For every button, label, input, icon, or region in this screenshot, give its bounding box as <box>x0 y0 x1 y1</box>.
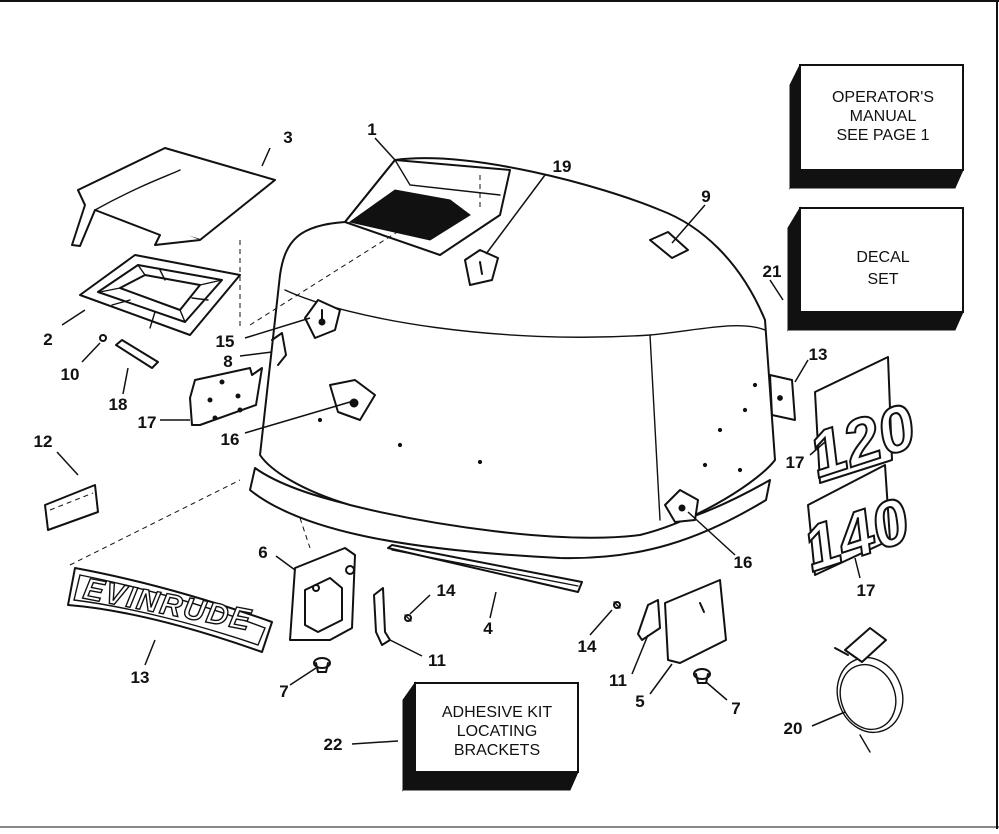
plate-5 <box>664 579 727 664</box>
callout-2: 2 <box>43 330 52 349</box>
decal-line-1: DECAL <box>856 249 909 266</box>
callout-15: 15 <box>216 332 235 351</box>
bumper-9 <box>649 231 689 259</box>
bracket-6 <box>289 547 356 641</box>
grille-frame <box>79 254 241 336</box>
callout-1: 1 <box>367 120 376 139</box>
callout-18: 18 <box>109 395 128 414</box>
callout-11-right: 11 <box>609 671 627 690</box>
callout-9: 9 <box>701 187 710 206</box>
callout-20: 20 <box>784 719 803 738</box>
callout-8: 8 <box>223 352 232 371</box>
mounting-plate-17-left <box>189 367 263 426</box>
operators-manual-box: OPERATOR'S MANUAL SEE PAGE 1 <box>789 64 964 190</box>
adhesive-line-2: LOCATING <box>457 723 538 740</box>
callout-5: 5 <box>635 692 644 711</box>
callout-11-left: 11 <box>428 651 446 670</box>
manual-line-2: MANUAL <box>850 108 917 125</box>
latch-16-left <box>329 379 376 421</box>
callout-4: 4 <box>483 619 493 638</box>
label-12 <box>44 484 99 531</box>
callout-14-right: 14 <box>578 637 597 656</box>
decal-120-17: 120 <box>799 356 925 492</box>
callout-17-right: 17 <box>857 581 876 600</box>
callout-7-left: 7 <box>279 682 288 701</box>
nameplate-13: EVINRUDE <box>67 567 273 653</box>
screw-14-left <box>404 614 412 622</box>
bracket-11-left <box>373 587 391 646</box>
cable-20 <box>834 627 904 753</box>
callout-22: 22 <box>324 735 343 754</box>
engine-cover <box>249 157 796 560</box>
bracket-11-right <box>637 599 661 641</box>
manual-line-3: SEE PAGE 1 <box>836 127 929 144</box>
adhesive-kit-box: ADHESIVE KIT LOCATING BRACKETS <box>402 681 579 792</box>
callout-7-right: 7 <box>731 699 740 718</box>
decal-set-box: DECAL SET <box>787 206 964 332</box>
adhesive-line-3: BRACKETS <box>454 742 540 759</box>
grommet-7-left <box>313 657 331 673</box>
rail-4 <box>387 544 583 593</box>
callout-17-left: 17 <box>138 413 157 432</box>
callout-12: 12 <box>34 432 53 451</box>
callout-13-right: 13 <box>809 345 828 364</box>
model-140-text: 140 <box>794 484 918 585</box>
leader-lines <box>56 137 861 745</box>
rubber-strip-18 <box>115 339 159 369</box>
clip-8 <box>271 332 287 366</box>
bracket-15 <box>304 299 341 339</box>
callout-13-left: 13 <box>131 668 150 687</box>
screw-10 <box>99 334 107 342</box>
callout-3: 3 <box>283 128 292 147</box>
decal-line-2: SET <box>867 271 898 288</box>
grommet-7-right <box>693 668 711 684</box>
callout-6: 6 <box>258 543 267 562</box>
callout-numbers: 1 3 19 9 21 2 10 18 17 15 8 16 12 13 17 … <box>34 120 876 754</box>
clip-19 <box>464 249 499 286</box>
manual-line-1: OPERATOR'S <box>832 89 934 106</box>
top-cap <box>71 147 276 247</box>
brand-name-text: EVINRUDE <box>81 572 255 637</box>
callout-17-mid: 17 <box>786 453 805 472</box>
callout-14-left: 14 <box>437 581 456 600</box>
callout-16-left: 16 <box>221 430 240 449</box>
decal-140-17: 140 <box>793 464 919 586</box>
callout-10: 10 <box>61 365 80 384</box>
callout-21: 21 <box>763 262 782 281</box>
screw-14-right <box>613 601 621 609</box>
callout-16-right: 16 <box>734 553 753 572</box>
callout-19: 19 <box>553 157 572 176</box>
adhesive-line-1: ADHESIVE KIT <box>442 704 552 721</box>
